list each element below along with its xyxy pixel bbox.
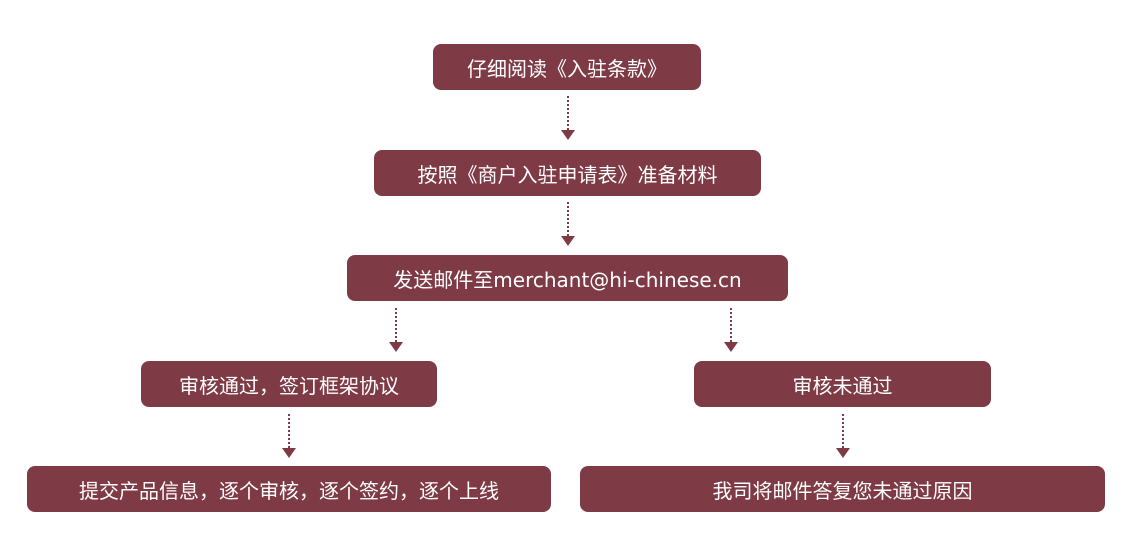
step-approved-label: 审核通过，签订框架协议 [179,373,399,398]
arrow-down-2 [561,202,575,248]
arrow-down-1 [561,96,575,142]
step-send-email: 发送邮件至merchant@hi-chinese.cn [347,255,788,301]
step-prepare-materials-label: 按照《商户入驻申请表》准备材料 [417,162,718,187]
arrow-down-approved [282,414,296,460]
step-reply-reason: 我司将邮件答复您未通过原因 [580,466,1105,512]
step-read-terms: 仔细阅读《入驻条款》 [433,44,701,90]
step-rejected-label: 审核未通过 [792,373,893,398]
step-reply-reason-label: 我司将邮件答复您未通过原因 [712,478,973,503]
step-submit-products-label: 提交产品信息，逐个审核，逐个签约，逐个上线 [79,478,499,503]
arrow-down-left-branch [389,308,403,354]
step-rejected: 审核未通过 [694,361,991,407]
step-approved: 审核通过，签订框架协议 [141,361,437,407]
step-send-email-label: 发送邮件至merchant@hi-chinese.cn [393,267,742,292]
arrow-down-rejected [836,414,850,460]
arrow-down-right-branch [724,308,738,354]
step-read-terms-label: 仔细阅读《入驻条款》 [467,56,667,81]
step-submit-products: 提交产品信息，逐个审核，逐个签约，逐个上线 [27,466,551,512]
step-prepare-materials: 按照《商户入驻申请表》准备材料 [374,150,761,196]
